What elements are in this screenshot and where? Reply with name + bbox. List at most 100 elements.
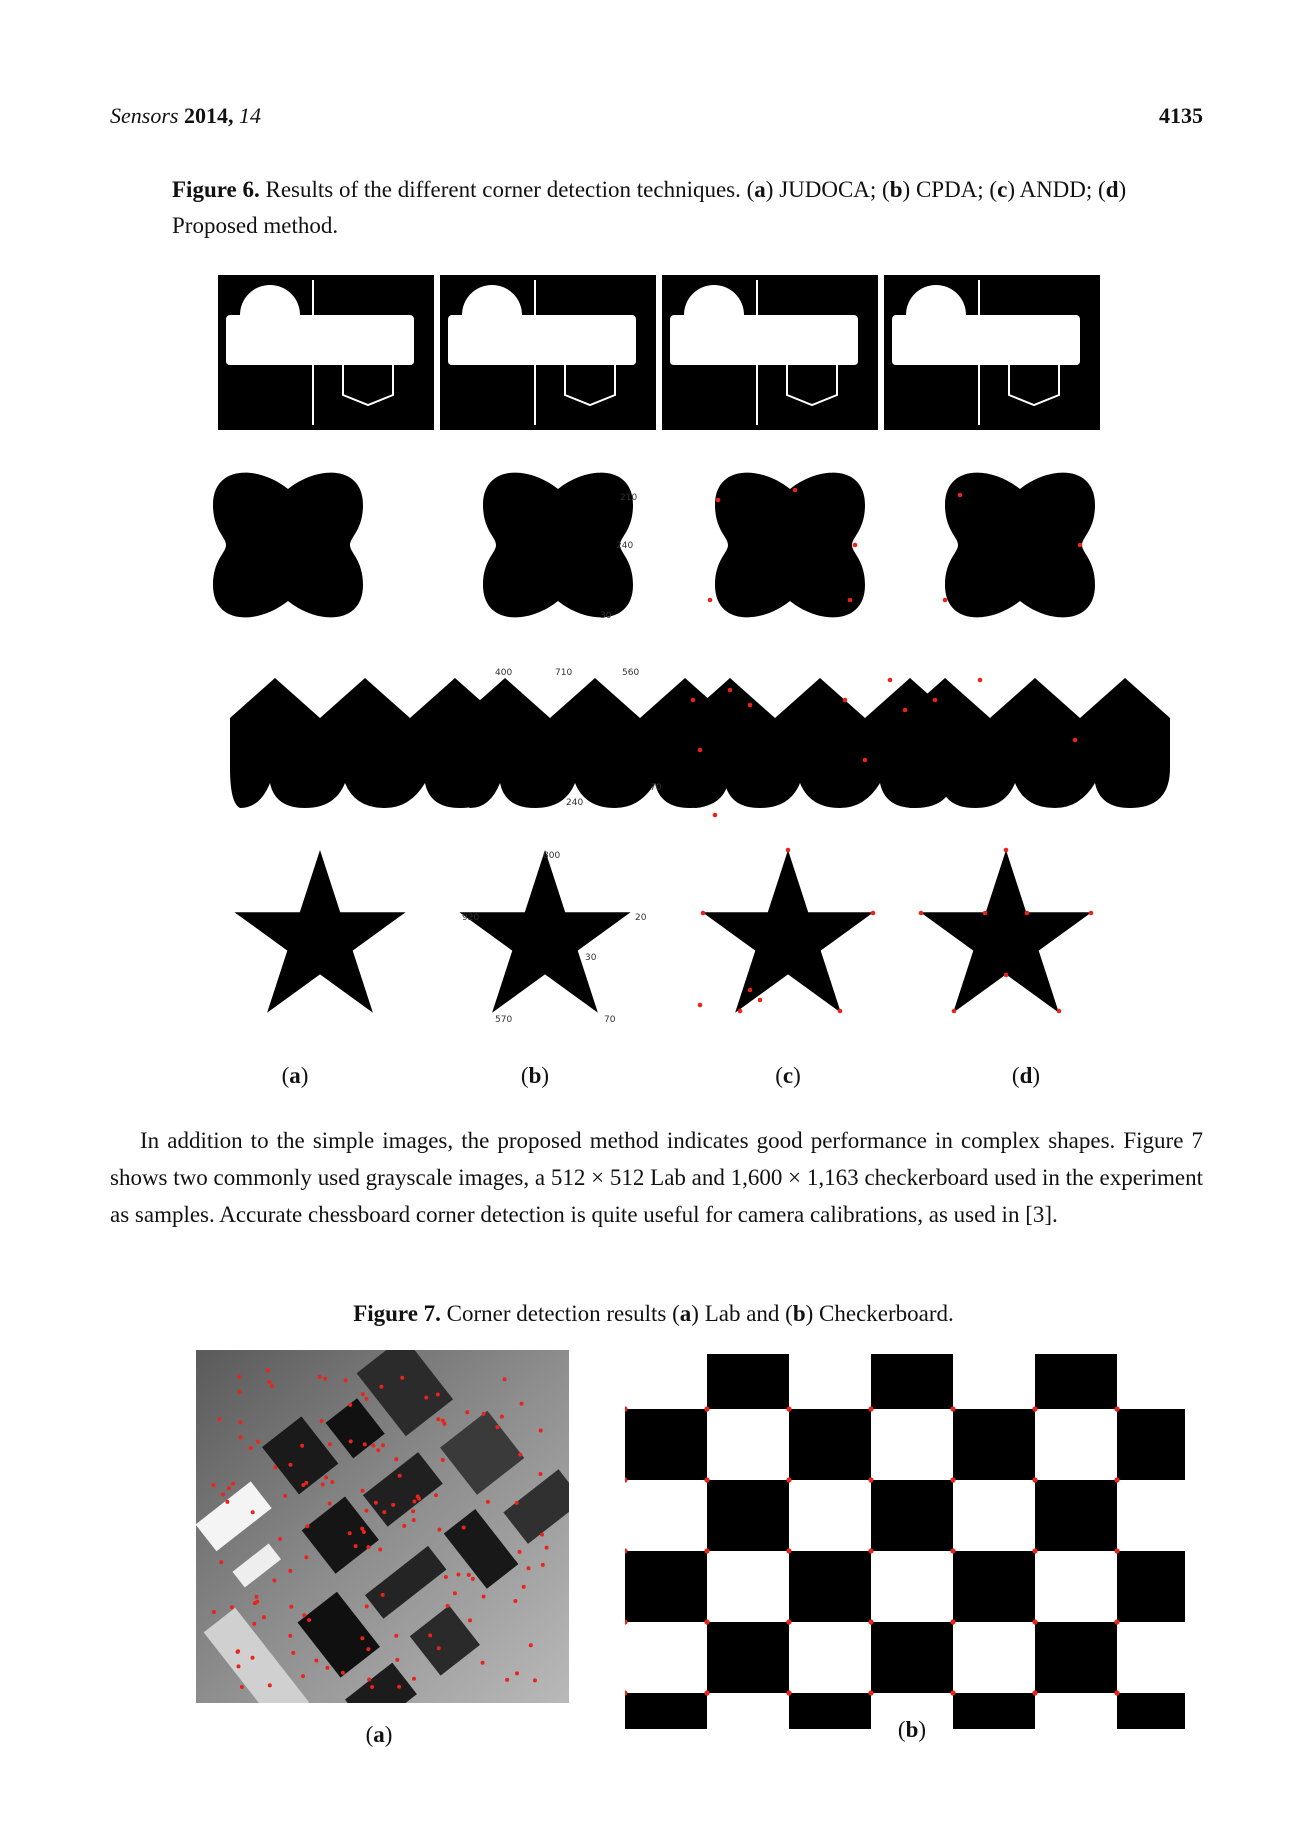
- row4-proposed-image: [920, 850, 1092, 1013]
- corner-marker: [381, 1443, 385, 1448]
- corner-marker: [540, 1532, 544, 1537]
- row1-judoca-image: [217, 274, 435, 431]
- row4-judoca-image: [234, 850, 406, 1013]
- row2-judoca-image: [213, 472, 363, 618]
- checker-cells: [625, 1354, 1185, 1729]
- corner-marker: [231, 1481, 236, 1486]
- caption-text: ) CPDA; (: [902, 177, 998, 202]
- corner-marker: [226, 1486, 231, 1491]
- corner-marker: [515, 1671, 519, 1676]
- corner-marker: [870, 910, 876, 916]
- corner-marker: [1003, 972, 1009, 978]
- corner-marker: [704, 1690, 710, 1696]
- corner-marker: [513, 1599, 518, 1603]
- corner-marker: [395, 1657, 400, 1662]
- corner-marker: [533, 1678, 537, 1683]
- paren: (: [281, 1063, 290, 1088]
- corner-marker: [411, 1518, 416, 1523]
- row1-cpda-image: [439, 274, 657, 431]
- checker-square: [953, 1551, 1035, 1622]
- corner-marker: [443, 1575, 448, 1579]
- caption-text: ) ANDD; (: [1007, 177, 1106, 202]
- corner-marker: [480, 1660, 485, 1665]
- corner-marker: [235, 1649, 240, 1654]
- corner-marker: [1077, 542, 1083, 548]
- corner-marker: [950, 1406, 956, 1412]
- paren: ): [793, 1063, 801, 1088]
- corner-marker: [1024, 910, 1030, 916]
- checker-square: [789, 1551, 871, 1622]
- corner-marker: [977, 677, 983, 683]
- corner-marker: [273, 1465, 278, 1470]
- row3-judoca-image: [230, 678, 500, 808]
- figure-6-caption: Figure 6. Results of the different corne…: [172, 172, 1172, 244]
- corner-marker: [269, 1384, 274, 1388]
- corner-marker: [887, 677, 893, 683]
- figure-6-row-4: 800 920 20 30 570 70: [234, 850, 1092, 1025]
- corner-marker: [323, 1376, 328, 1381]
- corner-marker: [391, 1502, 396, 1507]
- corner-marker: [697, 1002, 703, 1008]
- caption-text: ) JUDOCA; (: [765, 177, 890, 202]
- corner-marker: [437, 1527, 442, 1532]
- corner-marker: [868, 1548, 874, 1554]
- checker-square: [871, 1622, 953, 1693]
- corner-marker: [538, 1472, 543, 1476]
- paren: (: [365, 1722, 374, 1747]
- corner-marker: [1032, 1619, 1038, 1625]
- corner-marker: [625, 1477, 628, 1483]
- corner-marker: [436, 1417, 441, 1422]
- corner-marker: [786, 1619, 792, 1625]
- checker-square: [1117, 1551, 1185, 1622]
- corner-marker: [267, 1683, 272, 1688]
- corner-marker: [288, 1633, 293, 1638]
- corner-marker: [255, 1439, 260, 1444]
- corner-marker: [466, 1572, 471, 1577]
- corner-marker: [382, 1510, 387, 1515]
- corner-marker: [394, 1633, 399, 1638]
- subfig-label-b: (b): [495, 1062, 575, 1090]
- paren: ): [300, 1063, 309, 1088]
- corner-marker: [361, 1530, 366, 1534]
- corner-marker: [625, 1619, 628, 1625]
- figure-6-label: Figure 6.: [172, 177, 260, 202]
- corner-marker: [465, 1410, 470, 1415]
- cpda-corner-tag: 30: [585, 953, 597, 963]
- checker-square: [707, 1480, 789, 1551]
- subfig-label-d: (d): [986, 1062, 1066, 1090]
- corner-marker: [544, 1545, 549, 1550]
- figure-6-row-2: 210 240 30: [213, 472, 1095, 621]
- checker-square: [707, 1354, 789, 1409]
- checker-square: [953, 1409, 1035, 1480]
- corner-marker: [366, 1545, 371, 1550]
- corner-marker: [211, 1610, 216, 1614]
- corner-marker: [364, 1396, 369, 1401]
- corner-markers: [625, 1406, 1120, 1696]
- corner-marker: [229, 1605, 234, 1610]
- row1-andd-image: [661, 274, 879, 431]
- corner-marker: [360, 1392, 365, 1397]
- corner-marker: [272, 1578, 277, 1583]
- corner-marker: [219, 1560, 224, 1565]
- corner-marker: [704, 1619, 710, 1625]
- corner-marker: [707, 597, 713, 603]
- corner-marker: [288, 1462, 293, 1467]
- corner-marker: [502, 1377, 507, 1382]
- corner-marker: [445, 1603, 450, 1608]
- corner-marker: [225, 1499, 230, 1504]
- figure-7-sub-b: (b): [872, 1716, 952, 1744]
- checker-square: [1035, 1354, 1117, 1409]
- corner-marker: [434, 1493, 438, 1498]
- corner-marker: [1032, 1690, 1038, 1696]
- corner-marker: [379, 1384, 384, 1389]
- corner-marker: [950, 1690, 956, 1696]
- corner-marker: [842, 697, 848, 703]
- corner-marker: [330, 1480, 335, 1484]
- corner-marker: [918, 910, 924, 916]
- corner-marker: [700, 910, 706, 916]
- corner-marker: [727, 687, 733, 693]
- checkerboard-image: [625, 1354, 1185, 1729]
- corner-marker: [518, 1452, 523, 1457]
- corner-marker: [237, 1389, 242, 1394]
- corner-marker: [394, 1457, 399, 1462]
